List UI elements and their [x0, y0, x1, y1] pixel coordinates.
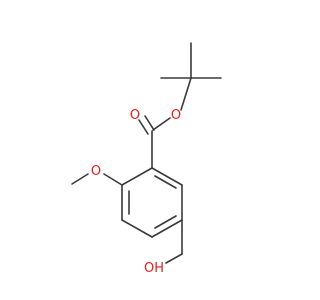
ester-ether-oxygen-label: O	[171, 108, 181, 123]
ring-bond-4	[121, 219, 153, 238]
structure-diagram: O O O OH	[71, 42, 222, 276]
molecule-canvas: O O O OH	[71, 42, 222, 276]
ring-bond-3	[151, 219, 183, 238]
ester-carbonyl-oxygen-label: O	[130, 108, 140, 123]
methoxy-group	[71, 173, 123, 186]
bond-ch2-to-hydroxyl	[165, 253, 183, 264]
ring-bond-6	[121, 167, 153, 186]
bond-ring-to-methoxy-oxygen	[103, 173, 123, 186]
hydroxyl-label: OH	[144, 261, 164, 276]
ring-double-bond-inner-2	[154, 215, 177, 229]
ring-bond-1	[151, 167, 183, 186]
bond-tbu-to-oxygen	[180, 77, 192, 111]
bond-carbonyl-double-b	[138, 119, 149, 135]
bond-carbonyl-carbon-to-ether-oxygen	[152, 117, 171, 131]
tert-butyl-group	[160, 42, 222, 111]
methoxy-oxygen-label: O	[91, 164, 101, 179]
benzene-ring	[121, 167, 183, 238]
bond-carbonyl-double-a	[144, 115, 155, 131]
ring-double-bond-inner-1	[154, 175, 177, 189]
bond-methoxy-oxygen-to-methyl	[71, 173, 89, 185]
ester-group	[138, 115, 171, 169]
hydroxymethyl-group	[165, 219, 183, 264]
